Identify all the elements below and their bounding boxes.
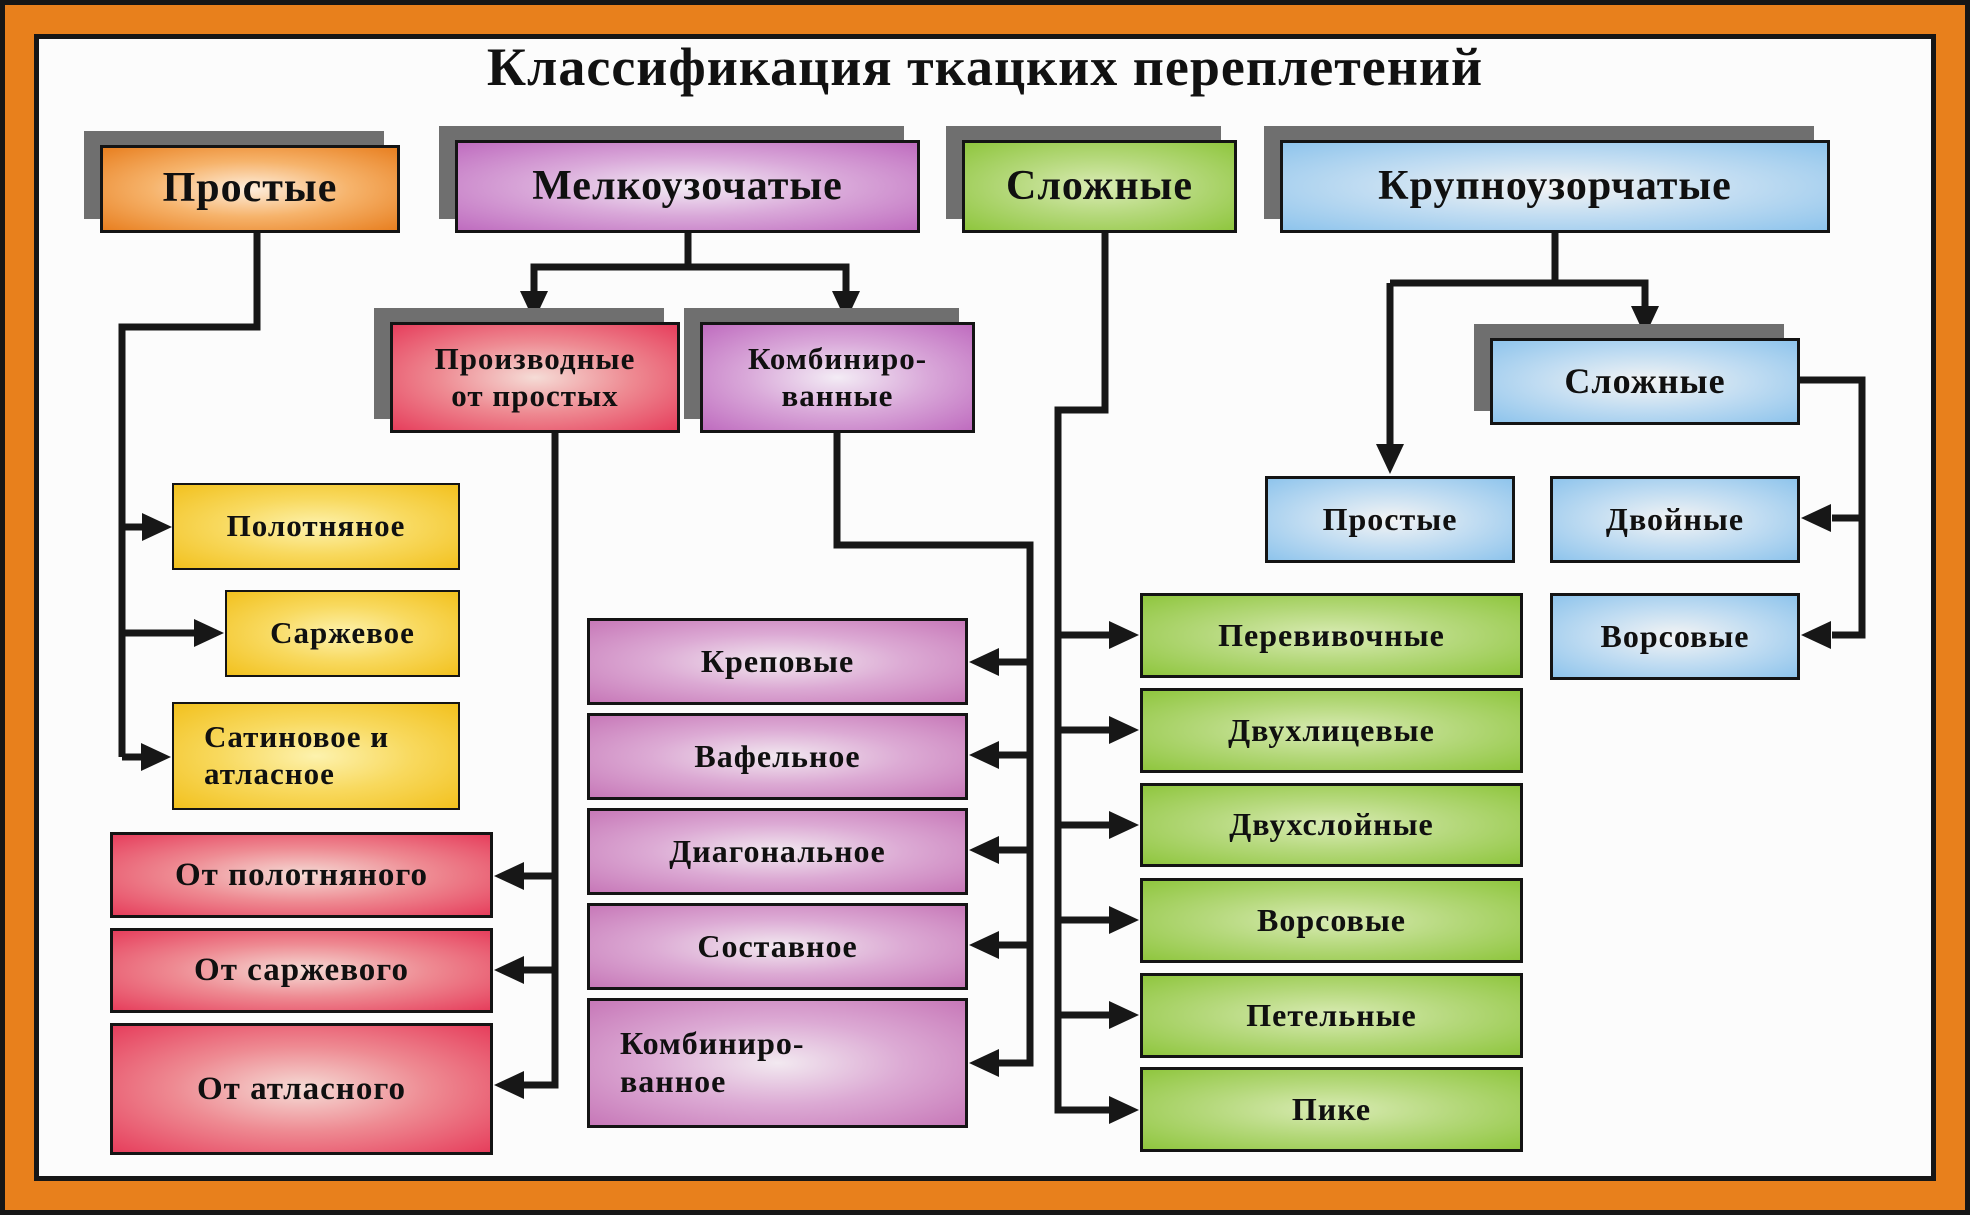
node-dvuhsloynye-label: Двухслойные xyxy=(1229,806,1434,843)
node-dvoynye-label: Двойные xyxy=(1605,500,1745,537)
node-petelnye: Петельные xyxy=(1140,973,1523,1058)
node-vorsovye-green: Ворсовые xyxy=(1140,878,1523,963)
node-pike: Пике xyxy=(1140,1067,1523,1152)
node-dvuhlitsevye-label: Двухлицевые xyxy=(1228,711,1435,748)
node-polotnyanoe: Полотняное xyxy=(172,483,460,570)
node-satinovoe: Сатиновое и атласное xyxy=(172,702,460,810)
node-sarzhevoe: Саржевое xyxy=(225,590,460,677)
node-vorsovye-green-label: Ворсовые xyxy=(1256,901,1406,938)
node-kombinirovannye-label: Комбиниро- ванные xyxy=(747,340,928,413)
node-polotnyanoe-label: Полотняное xyxy=(226,508,406,544)
node-kombinirovannoe-label: Комбиниро- ванное xyxy=(620,1025,805,1099)
node-slozhnye-blue: Сложные xyxy=(1490,338,1800,425)
node-satinovoe-label: Сатиновое и атласное xyxy=(204,719,390,791)
node-slozhnye: Сложные xyxy=(962,140,1237,233)
node-kombinirovannoe: Комбиниро- ванное xyxy=(587,998,968,1128)
node-krepovye-label: Креповые xyxy=(700,642,855,679)
node-prostye-blue: Простые xyxy=(1265,476,1515,563)
node-vafelnoe-label: Вафельное xyxy=(694,737,861,774)
node-dvoynye: Двойные xyxy=(1550,476,1800,563)
arrowheads xyxy=(141,291,1831,1124)
node-ot-atlasnogo-label: От атласного xyxy=(196,1070,406,1107)
node-vafelnoe: Вафельное xyxy=(587,713,968,800)
node-prostye-blue-label: Простые xyxy=(1322,500,1458,537)
node-perevivochnye-label: Перевивочные xyxy=(1218,616,1445,653)
node-prostye-label: Простые xyxy=(162,165,338,212)
node-sostavnoe-label: Составное xyxy=(697,927,858,964)
node-melkouzochatye: Мелкоузочатые xyxy=(455,140,920,233)
node-dvuhsloynye: Двухслойные xyxy=(1140,783,1523,867)
node-slozhnye-blue-label: Сложные xyxy=(1564,361,1726,402)
node-vorsovye-blue: Ворсовые xyxy=(1550,593,1800,680)
node-petelnye-label: Петельные xyxy=(1246,996,1417,1033)
node-perevivochnye: Перевивочные xyxy=(1140,593,1523,678)
node-proizvodnye-label: Производные от простых xyxy=(434,340,636,413)
node-vorsovye-blue-label: Ворсовые xyxy=(1600,617,1750,654)
node-sarzhevoe-label: Саржевое xyxy=(270,615,415,651)
node-diagonalnoe: Диагональное xyxy=(587,808,968,895)
page-title: Классификация ткацких переплетений xyxy=(486,37,1484,97)
node-melkouzochatye-label: Мелкоузочатые xyxy=(532,162,843,209)
node-dvuhlitsevye: Двухлицевые xyxy=(1140,688,1523,773)
node-krupnouzorchatye-label: Крупноузорчатые xyxy=(1378,162,1732,209)
node-sostavnoe: Составное xyxy=(587,903,968,990)
node-ot-sarzhevogo-label: От саржевого xyxy=(194,952,409,989)
node-proizvodnye: Производные от простых xyxy=(390,322,680,433)
node-slozhnye-label: Сложные xyxy=(1006,162,1193,209)
node-ot-atlasnogo: От атласного xyxy=(110,1023,493,1155)
node-ot-sarzhevogo: От саржевого xyxy=(110,928,493,1013)
node-prostye: Простые xyxy=(100,145,400,233)
node-ot-polotnyanogo-label: От полотняного xyxy=(174,856,429,893)
node-ot-polotnyanogo: От полотняного xyxy=(110,832,493,918)
node-krupnouzorchatye: Крупноузорчатые xyxy=(1280,140,1830,233)
node-pike-label: Пике xyxy=(1291,1090,1372,1127)
node-kombinirovannye: Комбиниро- ванные xyxy=(700,322,975,433)
node-krepovye: Креповые xyxy=(587,618,968,705)
node-diagonalnoe-label: Диагональное xyxy=(669,832,886,869)
